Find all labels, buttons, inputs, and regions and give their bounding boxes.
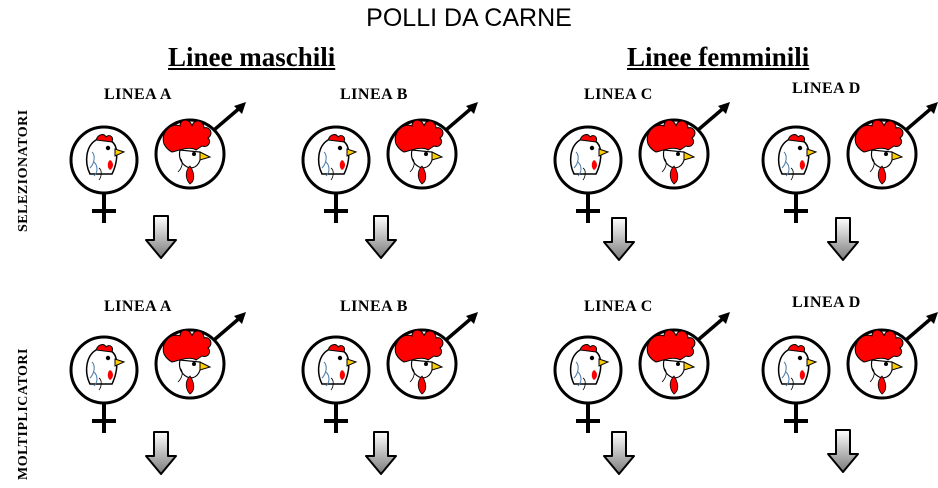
down-arrow-icon xyxy=(144,214,178,260)
breeder-line-c: LINEA C xyxy=(548,86,748,276)
male-lines-heading: Linee maschili xyxy=(168,42,336,72)
diagram-title: POLLI DA CARNE xyxy=(366,4,572,32)
line-label: LINEA C xyxy=(584,86,653,103)
down-arrow-icon xyxy=(364,214,398,260)
line-label: LINEA A xyxy=(104,298,172,315)
down-arrow-icon xyxy=(826,428,860,474)
male-symbol-rooster-icon xyxy=(842,102,938,192)
multiplier-line-a: LINEA A xyxy=(64,298,264,488)
multipliers-level-label: MOLTIPLICATORI xyxy=(16,348,31,480)
line-label: LINEA D xyxy=(792,294,861,311)
line-label: LINEA D xyxy=(792,80,861,97)
down-arrow-icon xyxy=(602,430,636,476)
line-label: LINEA A xyxy=(104,86,172,103)
breeder-line-d: LINEA D xyxy=(756,80,938,270)
down-arrow-icon xyxy=(826,216,860,262)
male-symbol-rooster-icon xyxy=(382,312,492,402)
female-symbol-hen-icon xyxy=(758,332,838,442)
male-symbol-rooster-icon xyxy=(634,312,744,402)
male-symbol-rooster-icon xyxy=(150,312,260,402)
female-symbol-hen-icon xyxy=(550,332,630,442)
male-symbol-rooster-icon xyxy=(150,102,260,192)
male-symbol-rooster-icon xyxy=(842,312,938,402)
male-symbol-rooster-icon xyxy=(382,102,492,192)
multiplier-line-c: LINEA C xyxy=(548,298,748,488)
down-arrow-icon xyxy=(144,430,178,476)
down-arrow-icon xyxy=(602,216,636,262)
female-symbol-hen-icon xyxy=(66,122,146,232)
breeder-line-a: LINEA A xyxy=(64,86,264,276)
male-symbol-rooster-icon xyxy=(634,102,744,192)
multiplier-line-d: LINEA D xyxy=(756,294,938,484)
line-label: LINEA B xyxy=(340,86,408,103)
female-lines-heading: Linee femminili xyxy=(627,42,810,72)
female-symbol-hen-icon xyxy=(298,332,378,442)
multiplier-line-b: LINEA B xyxy=(296,298,496,488)
down-arrow-icon xyxy=(364,430,398,476)
female-symbol-hen-icon xyxy=(66,332,146,442)
line-label: LINEA C xyxy=(584,298,653,315)
breeder-line-b: LINEA B xyxy=(296,86,496,276)
breeders-level-label: SELEZIONATORI xyxy=(16,109,31,232)
line-label: LINEA B xyxy=(340,298,408,315)
